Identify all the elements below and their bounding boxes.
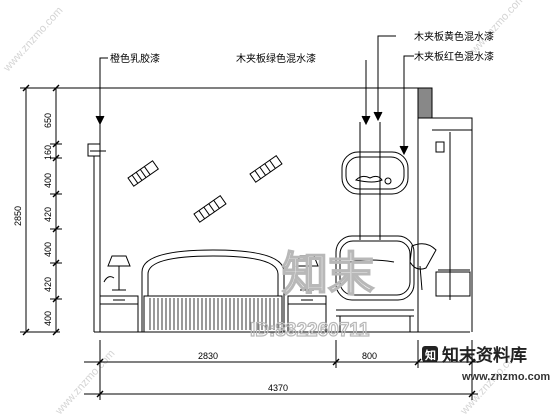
cabinet-lamp <box>435 141 445 153</box>
vertical-dimensions <box>20 84 104 336</box>
bed-base <box>143 295 283 333</box>
table-lamp-left <box>107 255 131 267</box>
dim-total-height: 2850 <box>13 206 23 226</box>
watermark-id: ID:832260711 <box>250 320 370 341</box>
bed <box>141 249 285 333</box>
column-outline <box>431 88 473 332</box>
shelf-ornament-ball <box>384 177 392 185</box>
diagonal-watermark-left: www.znzmo.com <box>1 5 66 75</box>
dim-segment-420-b: 420 <box>43 277 53 292</box>
wall-lamp <box>87 143 101 157</box>
floating-shelf-2 <box>249 154 283 183</box>
lower-shelf-item <box>349 259 395 263</box>
desk-lamp-stand <box>419 265 423 291</box>
brand-url: www.znzmo.com <box>461 371 550 383</box>
cabinet-base <box>435 271 471 297</box>
beam-section <box>417 87 433 119</box>
diagonal-watermark-left-bottom: www.znzmo.com <box>53 348 118 418</box>
bed-headboard-inner <box>147 255 279 296</box>
leader-orange-arrow <box>95 115 105 126</box>
display-panel <box>335 122 437 332</box>
dim-total-width: 4370 <box>268 383 288 393</box>
shelf-ornament <box>355 175 383 183</box>
leader-red-arrow <box>399 145 409 156</box>
dim-segment-400-b: 400 <box>43 242 53 257</box>
floating-shelf-3 <box>193 194 227 223</box>
leader-yellow-arrow <box>373 111 383 122</box>
label-green-paint: 木夹板绿色混水漆 <box>236 52 316 65</box>
dim-segment-420-a: 420 <box>43 207 53 222</box>
leader-green-arrow <box>361 115 371 126</box>
horizontal-dimensions <box>84 340 478 400</box>
watermark-logo-text: 知末 <box>282 247 374 301</box>
label-red-paint: 木夹板红色混水漆 <box>414 50 494 63</box>
upper-round-shelf-inner <box>345 156 405 190</box>
label-yellow-paint: 木夹板黄色混水漆 <box>414 30 494 43</box>
dim-segment-160: 160 <box>43 145 53 160</box>
dim-bed-width: 2830 <box>198 351 218 361</box>
dim-segment-400-c: 400 <box>43 311 53 326</box>
bed-headboard <box>141 249 285 332</box>
brand-name: 知末资料库 <box>441 345 527 366</box>
desk-lamp-shade <box>409 243 437 270</box>
leader-yellow <box>377 35 396 118</box>
leader-lines <box>95 35 414 156</box>
floating-shelf-1 <box>127 160 160 187</box>
floating-shelves <box>127 154 283 223</box>
leader-red <box>403 55 414 152</box>
brand-logo-mark: 知 <box>424 348 436 362</box>
wall-elevation <box>87 87 470 333</box>
dim-cabinet-width: 800 <box>362 351 377 361</box>
dim-segment-650: 650 <box>43 113 53 128</box>
upper-round-shelf <box>341 151 409 195</box>
nightstand-right <box>287 255 327 333</box>
bed-slats <box>149 298 279 330</box>
brand-logo-icon <box>422 346 438 362</box>
lower-round-shelf <box>335 235 415 301</box>
nightstand-left <box>99 255 139 333</box>
lower-round-shelf-inner <box>339 240 411 296</box>
label-orange-latex: 橙色乳胶漆 <box>110 52 160 65</box>
dim-segment-400-a: 400 <box>43 173 53 188</box>
brand-watermark: 知 知末资料库 www.znzmo.com <box>422 345 550 383</box>
table-lamp-right <box>295 255 319 267</box>
right-cabinet <box>417 87 473 332</box>
leader-orange-latex <box>99 57 108 122</box>
